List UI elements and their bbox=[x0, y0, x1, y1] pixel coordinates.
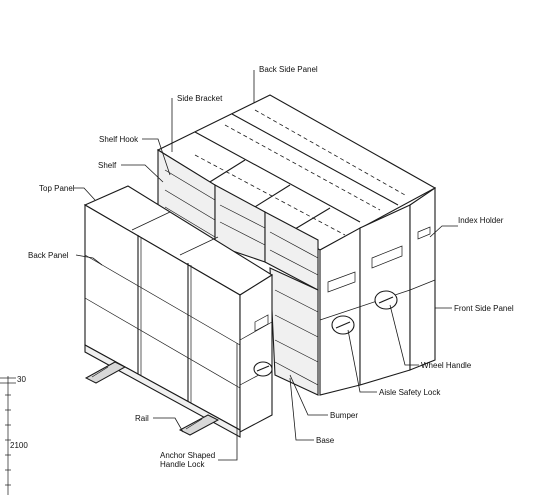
label-side-bracket: Side Bracket bbox=[177, 94, 223, 103]
label-back-panel: Back Panel bbox=[28, 251, 69, 260]
label-shelf-hook: Shelf Hook bbox=[99, 135, 139, 144]
rear-units bbox=[156, 94, 437, 396]
label-back-side-panel: Back Side Panel bbox=[259, 65, 318, 74]
dimension-marks: 30 2100 bbox=[0, 375, 28, 495]
label-top-panel: Top Panel bbox=[39, 184, 75, 193]
label-anchor-line1: Anchor Shaped bbox=[160, 451, 215, 460]
leader-lines bbox=[74, 70, 458, 461]
label-rail: Rail bbox=[135, 414, 149, 423]
label-index-holder: Index Holder bbox=[458, 216, 504, 225]
labels: Back Side Panel Side Bracket Shelf Hook … bbox=[28, 65, 514, 469]
label-anchor-line2: Handle Lock bbox=[160, 460, 205, 469]
label-shelf: Shelf bbox=[98, 161, 117, 170]
label-base: Base bbox=[316, 436, 335, 445]
label-wheel-handle: Wheel Handle bbox=[421, 361, 472, 370]
label-bumper: Bumper bbox=[330, 411, 358, 420]
dimension-top: 30 bbox=[17, 375, 26, 384]
rails bbox=[84, 361, 220, 436]
label-front-side-panel: Front Side Panel bbox=[454, 304, 514, 313]
dimension-height: 2100 bbox=[10, 441, 28, 450]
label-aisle-safety-lock: Aisle Safety Lock bbox=[379, 388, 441, 397]
